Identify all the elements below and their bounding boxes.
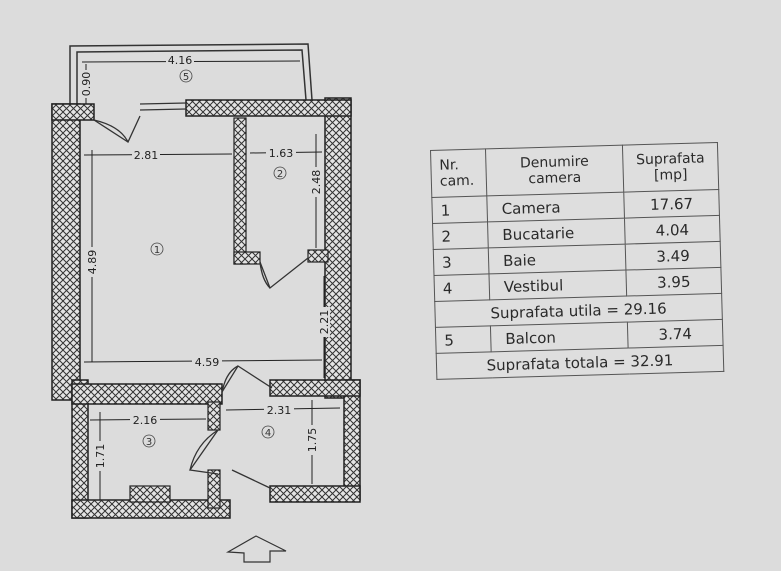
cell-name: Balcon [490,322,629,352]
outer-walls [51,97,361,519]
header-nr: Nr. cam. [430,148,487,198]
cell-name: Baie [488,244,626,274]
dim-room1-full-width: 4.59 [195,356,220,369]
room-id-4: 4 [265,428,271,439]
dim-room1-lower-right: 2.21 [318,310,331,335]
door-swings [93,115,309,489]
dim-hall-depth: 1.75 [306,428,319,453]
dim-bath-width: 2.16 [133,414,158,427]
cell-name: Vestibul [488,270,627,300]
area-table-container: Nr. cam. Denumire camera Suprafata [mp] … [430,141,725,380]
header-name: Denumire camera [485,145,624,196]
cell-area: 3.49 [625,241,721,271]
cell-nr: 2 [432,221,489,250]
cell-name: Camera [486,192,625,222]
room-id-3: 3 [146,437,152,448]
cell-area: 17.67 [623,189,720,219]
dim-hall-width: 2.31 [267,404,292,417]
cell-nr: 3 [433,247,489,276]
dim-room1-width: 2.81 [134,149,159,162]
dimension-lines [81,60,341,500]
dim-balcony-width: 4.16 [168,54,193,67]
dim-kitchen-width: 1.63 [269,147,294,160]
dim-bath-depth: 1.71 [94,444,107,469]
cell-nr: 4 [434,273,490,302]
cell-area: 4.04 [624,215,721,245]
cell-area: 3.74 [627,319,724,349]
room-id-5: 5 [183,72,189,83]
cell-area: 3.95 [625,267,722,297]
dim-balcony-depth: 0.90 [80,72,93,97]
dim-kitchen-depth: 2.48 [310,170,323,195]
room-id-2: 2 [277,169,283,180]
cell-nr: 5 [435,325,492,354]
room-ids [142,69,287,448]
interior-walls [129,117,329,509]
room-id-1: 1 [154,245,160,256]
header-area: Suprafata [mp] [622,142,719,193]
cell-nr: 1 [431,195,488,224]
balcony-outline [69,43,313,104]
entrance-arrow-icon [225,535,287,563]
cell-name: Bucatarie [487,218,626,248]
dim-room1-depth: 4.89 [86,250,99,275]
area-table: Nr. cam. Denumire camera Suprafata [mp] … [430,141,725,380]
table-header: Nr. cam. Denumire camera Suprafata [mp] [430,142,719,198]
balcony-window [139,102,187,111]
